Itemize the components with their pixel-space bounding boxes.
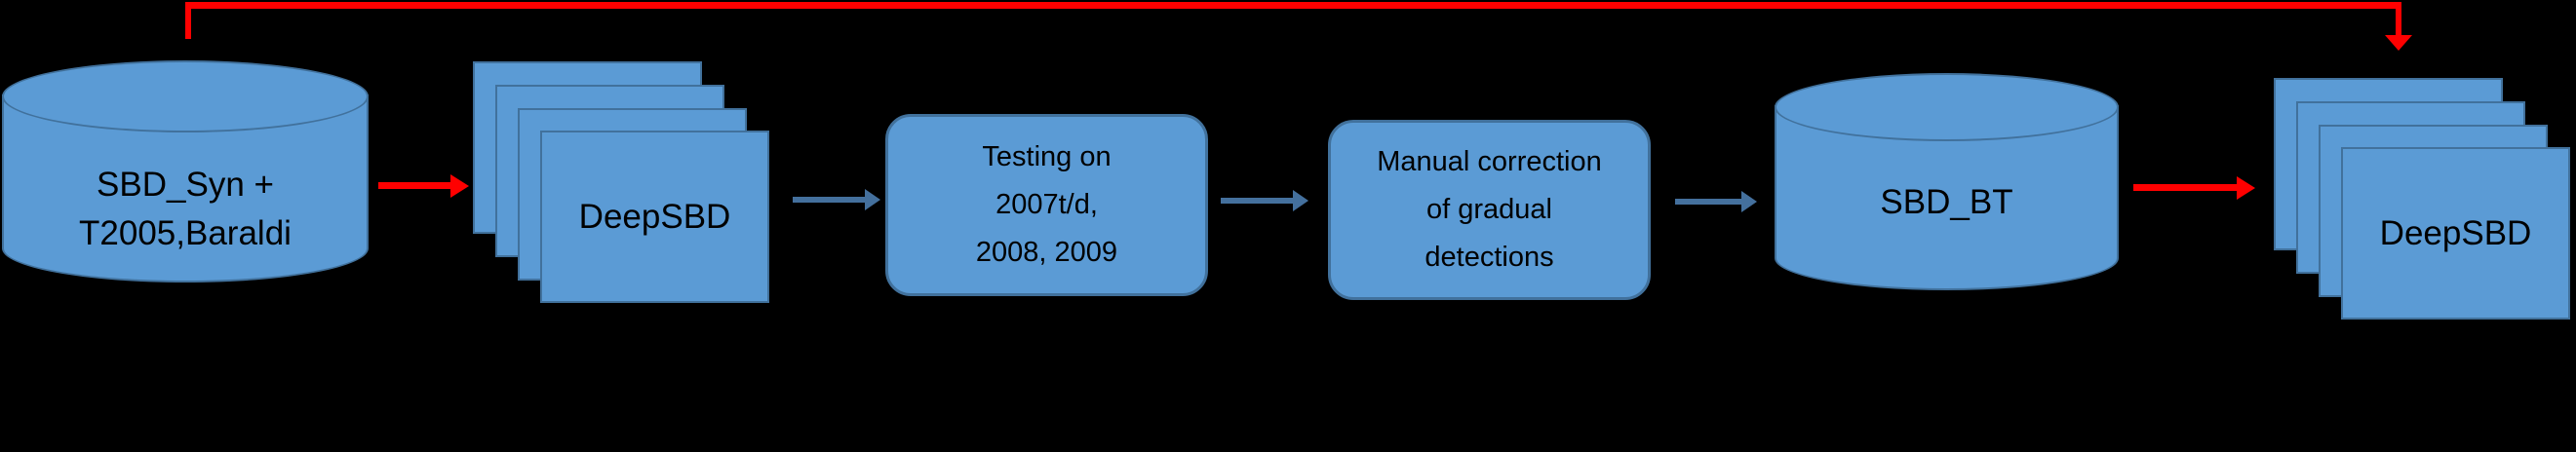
label-line: Testing on xyxy=(982,141,1112,172)
arrow-deepsbd-to-testing xyxy=(793,197,867,203)
label-line: T2005,Baraldi xyxy=(79,214,292,252)
stack-sheet-front: DeepSBD xyxy=(540,131,769,303)
deepsbd-stack-retrained: DeepSBD xyxy=(2274,78,2570,320)
arrow-sbdbt-to-deepsbd xyxy=(2133,184,2239,191)
deepsbd-stack-initial: DeepSBD xyxy=(473,61,769,303)
stack-sheet-front: DeepSBD xyxy=(2341,147,2570,320)
label-line: 2007t/d, xyxy=(995,189,1098,220)
process-testing: Testing on 2007t/d, 2008, 2009 xyxy=(885,114,1208,296)
deepsbd-retrained-label: DeepSBD xyxy=(2379,213,2532,252)
cylinder-top-ellipse xyxy=(2,60,369,132)
feedback-arrowhead-icon xyxy=(2385,35,2412,51)
feedback-connector-top-segment xyxy=(185,2,2401,9)
label-line: SBD_Syn + xyxy=(97,166,274,204)
arrowhead-icon xyxy=(865,189,880,210)
feedback-connector-right-segment xyxy=(2396,2,2401,36)
deepsbd-initial-label: DeepSBD xyxy=(578,197,731,236)
label-line: SBD_BT xyxy=(1880,183,2013,221)
label-line: detections xyxy=(1425,242,1554,273)
database-sbd-bt: SBD_BT xyxy=(1775,73,2119,290)
arrowhead-icon xyxy=(450,174,469,198)
arrowhead-icon xyxy=(1293,190,1308,211)
arrow-manual-to-sbdbt xyxy=(1675,199,1743,205)
feedback-connector-left-segment xyxy=(185,2,191,39)
process-manual-correction: Manual correction of gradual detections xyxy=(1328,120,1651,300)
label-line: 2008, 2009 xyxy=(975,237,1118,268)
label-line: Manual correction xyxy=(1377,146,1602,177)
arrow-source-to-deepsbd xyxy=(378,182,452,189)
database-sbd-syn: SBD_Syn + T2005,Baraldi xyxy=(2,60,369,282)
database-sbd-bt-label: SBD_BT xyxy=(1775,178,2119,227)
database-sbd-syn-label: SBD_Syn + T2005,Baraldi xyxy=(2,161,369,258)
arrowhead-icon xyxy=(2237,176,2255,200)
label-line: of gradual xyxy=(1426,194,1552,225)
cylinder-top-ellipse xyxy=(1775,73,2119,141)
arrow-testing-to-manual xyxy=(1221,198,1295,204)
arrowhead-icon xyxy=(1741,191,1757,212)
